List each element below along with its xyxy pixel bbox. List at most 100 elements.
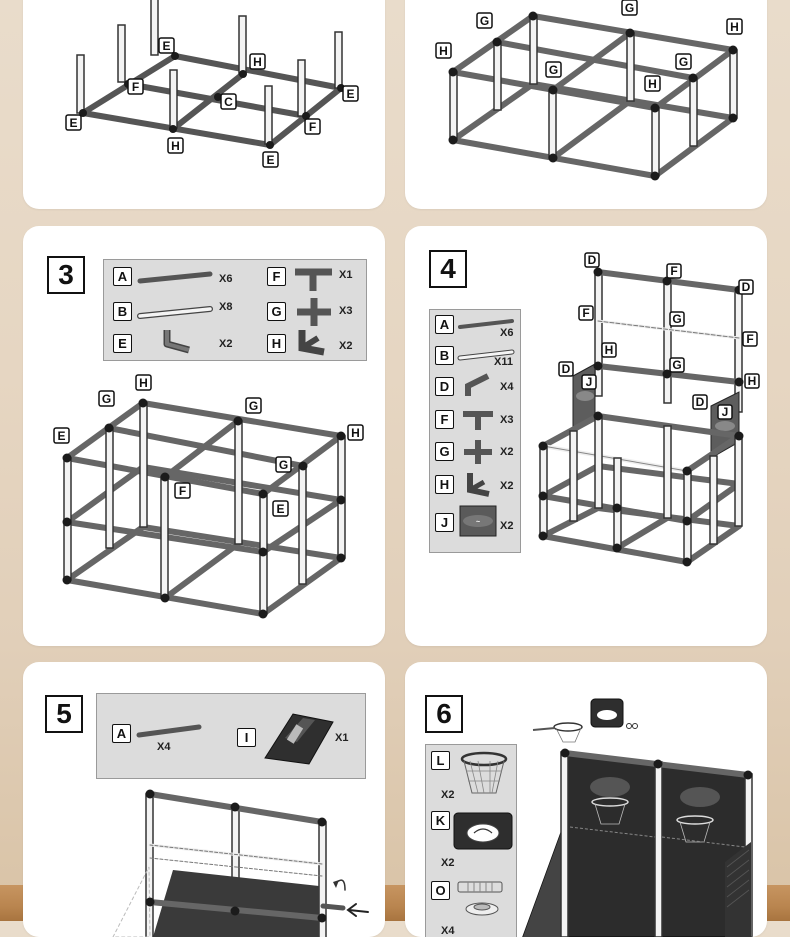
- bolt-and-cap-icon: [457, 881, 503, 916]
- part-key: I: [237, 728, 256, 747]
- elbow-connector-icon: [465, 373, 490, 396]
- parts-list: A X6 B X11 D X4 F X3 G X2 H X2 J ~ X2: [429, 309, 521, 553]
- step-6-panel: 6 L X2 K X2 O X4: [405, 662, 767, 937]
- part-label: E: [162, 39, 170, 53]
- part-label: H: [605, 343, 614, 357]
- part-label: H: [730, 20, 739, 34]
- exploded-hoop-icon: [532, 698, 638, 743]
- part-label: G: [480, 14, 489, 28]
- step-number: 6: [425, 695, 463, 733]
- step-1-panel: E F C H E F H E E: [23, 0, 385, 209]
- part-label: G: [279, 458, 288, 472]
- step-2-panel: G G H H G H G: [405, 0, 767, 209]
- part-key: E: [113, 334, 132, 353]
- part-qty: X4: [500, 381, 514, 393]
- part-label: G: [102, 392, 111, 406]
- step-1-part-labels: E F C H E F H E E: [65, 37, 359, 168]
- elbow-connector-icon: [163, 330, 190, 354]
- part-key: H: [435, 475, 454, 494]
- part-label: H: [253, 55, 262, 69]
- step-2-frame-diagram: G G H H G H G: [435, 0, 743, 181]
- part-qty: X2: [219, 338, 233, 350]
- part-qty: X2: [441, 789, 455, 801]
- corner-connector-icon: [298, 330, 325, 356]
- step-number: 5: [45, 695, 83, 733]
- part-label: G: [679, 55, 688, 69]
- part-label: F: [132, 80, 139, 94]
- part-label: D: [742, 280, 751, 294]
- part-qty: X3: [500, 414, 514, 426]
- part-label: G: [672, 312, 681, 326]
- part-label: E: [276, 502, 284, 516]
- part-label: G: [549, 63, 558, 77]
- step-4-part-labels: D F D F G F H G D J H D J: [558, 252, 760, 420]
- part-qty: X8: [219, 301, 233, 313]
- step-number: 4: [429, 250, 467, 288]
- step-number: 3: [47, 256, 85, 294]
- part-qty: X1: [339, 269, 353, 281]
- part-label: F: [746, 332, 753, 346]
- step-3-panel: 3 A X6 B X8 E X2 F X1 G X3 H X2: [23, 226, 385, 646]
- part-key: B: [435, 346, 454, 365]
- part-label: H: [648, 77, 657, 91]
- part-key: O: [431, 881, 450, 900]
- part-label: D: [696, 395, 705, 409]
- part-key: J: [435, 513, 454, 532]
- part-key: B: [113, 302, 132, 321]
- parts-list: A X4 I X1: [96, 693, 366, 779]
- part-label: G: [625, 1, 634, 15]
- cross-connector-icon: [297, 298, 331, 326]
- part-label: D: [562, 362, 571, 376]
- part-label: D: [588, 253, 597, 267]
- part-key: D: [435, 377, 454, 396]
- part-qty: X6: [219, 273, 233, 285]
- tee-connector-icon: [295, 268, 332, 291]
- part-qty: X3: [339, 305, 353, 317]
- part-label: J: [722, 405, 729, 419]
- part-label: H: [139, 376, 148, 390]
- rod-dark-icon: [458, 319, 514, 329]
- part-label: G: [672, 358, 681, 372]
- part-qty: X2: [500, 520, 514, 532]
- part-label: F: [309, 120, 316, 134]
- part-key: A: [435, 315, 454, 334]
- part-qty: X6: [500, 327, 514, 339]
- svg-text:~: ~: [476, 519, 480, 526]
- insert-arrow-icon: [346, 903, 369, 917]
- part-label: H: [351, 426, 360, 440]
- rod-light-icon: [457, 349, 515, 361]
- part-key: A: [112, 724, 131, 743]
- part-label: H: [171, 139, 180, 153]
- part-label: C: [224, 95, 233, 109]
- step-4-panel: 4 A X6 B X11 D X4 F X3 G X2 H X2 J ~ X2: [405, 226, 767, 646]
- part-label: F: [179, 484, 186, 498]
- part-label: F: [582, 306, 589, 320]
- part-label: G: [249, 399, 258, 413]
- step-3-frame-diagram: G H G E H G F E: [53, 374, 364, 619]
- parts-list: L X2 K X2 O X4: [425, 744, 517, 937]
- step-6-assembly-diagram: [522, 698, 753, 937]
- installed-backboard-icon: [590, 777, 720, 843]
- part-qty: X2: [441, 857, 455, 869]
- step-5-frame-diagram: [112, 789, 369, 937]
- part-key: G: [267, 302, 286, 321]
- part-label: E: [57, 429, 65, 443]
- part-qty: X11: [494, 356, 513, 368]
- part-qty: X1: [335, 732, 349, 744]
- part-qty: X2: [339, 340, 353, 352]
- backboard-icon: [453, 812, 513, 850]
- rod-light-icon: [137, 306, 213, 319]
- part-key: F: [267, 267, 286, 286]
- part-label: E: [346, 87, 354, 101]
- corner-connector-icon: [467, 473, 490, 497]
- part-label: F: [670, 264, 677, 278]
- cross-connector-icon: [464, 440, 492, 464]
- part-key: F: [435, 410, 454, 429]
- step-4-frame-diagram: D F D F G F H G D J H D J: [538, 252, 760, 567]
- part-key: G: [435, 442, 454, 461]
- part-label: H: [439, 44, 448, 58]
- part-qty: X2: [500, 480, 514, 492]
- step-1-frame-diagram: E F C H E F H E E: [65, 0, 359, 168]
- basketball-hoop-net-icon: [460, 751, 508, 794]
- part-key: A: [113, 267, 132, 286]
